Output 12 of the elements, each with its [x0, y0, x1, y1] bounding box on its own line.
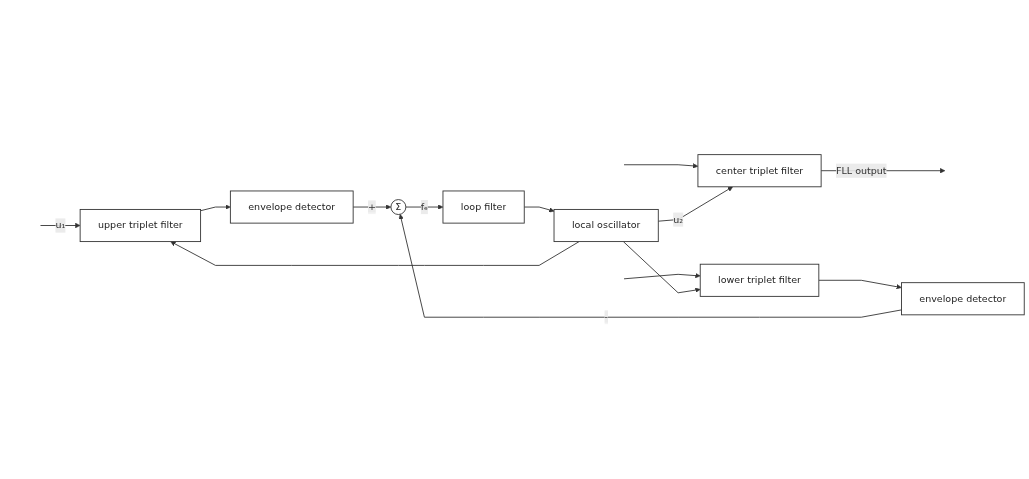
- block: envelope detector: [229, 190, 354, 224]
- edge-label: u₂: [673, 213, 684, 225]
- block: loop filter: [442, 190, 525, 224]
- block: lower triplet filter: [699, 263, 820, 297]
- edge-label: -: [604, 311, 608, 323]
- block: upper triplet filter: [79, 209, 202, 243]
- block: envelope detector: [901, 282, 1025, 316]
- edge-label: +: [368, 201, 377, 213]
- edge-label: fₑ: [420, 201, 429, 213]
- block: local oscillator: [553, 209, 659, 243]
- summing-junction: Σ: [390, 199, 407, 215]
- block: center triplet filter: [697, 154, 822, 188]
